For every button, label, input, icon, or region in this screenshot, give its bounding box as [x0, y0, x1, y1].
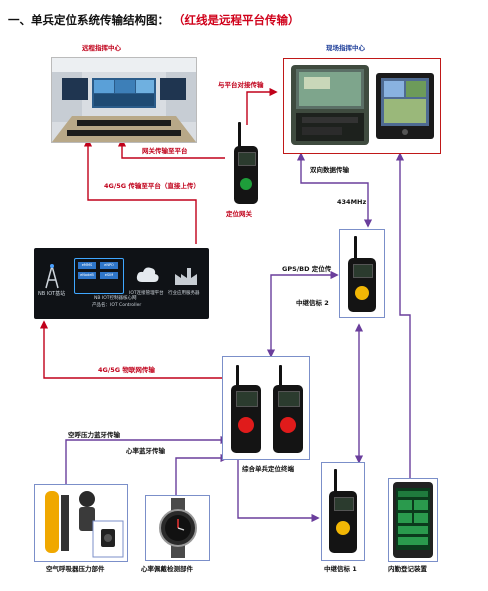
- edge-label-bidirectional: 双向数据传输: [310, 166, 349, 174]
- controller-box: eMMS eNPO eNodeB eSIM: [74, 258, 124, 294]
- edge-iot-transfer: [39, 320, 222, 379]
- edge-label-cellular-upload: 4G/5G 传输至平台（直接上传）: [104, 182, 200, 190]
- edge-label-freq: 434MHz: [337, 198, 367, 206]
- edge-cellular-upload: [83, 138, 197, 244]
- nb-base-label: NB IOT基站: [38, 291, 66, 297]
- remote-center-image: [51, 57, 197, 143]
- edge-gps-bd: [266, 270, 339, 358]
- page-title: 一、单兵定位系统传输结构图： （红线是远程平台传输）: [8, 12, 300, 28]
- edge-heart-bluetooth: [175, 453, 229, 495]
- field-center-label: 现场指挥中心: [326, 44, 365, 52]
- relay1-box: [321, 462, 365, 561]
- air-pressure-box: [34, 484, 128, 562]
- recorder-label: 内勤登记装置: [388, 565, 427, 573]
- industry-label: 行业应用服务器: [168, 291, 200, 296]
- controller-title: NB IOT控制器核心网: [94, 296, 137, 301]
- air-pressure-label: 空气呼吸器压力部件: [46, 565, 105, 573]
- base-station-icon: [45, 264, 59, 289]
- gateway-label: 定位网关: [226, 210, 252, 218]
- field-center-box: [283, 58, 441, 154]
- title-main: 一、单兵定位系统传输结构图：: [8, 13, 169, 27]
- relay1-label: 中继信标 1: [324, 565, 357, 573]
- title-note: （红线是远程平台传输）: [173, 13, 300, 27]
- cloud-icon: [136, 267, 159, 282]
- relay2-label: 中继信标 2: [296, 299, 329, 307]
- edge-gateway-to-platform: [117, 138, 225, 159]
- controller-product: 产品名：IOT Controller: [92, 303, 142, 308]
- edge-recorder: [395, 152, 411, 478]
- edge-terminal-relay1: [237, 458, 320, 523]
- factory-icon: [175, 268, 197, 285]
- edge-label-heart-bluetooth: 心率蓝牙传输: [126, 447, 165, 455]
- edge-label-air-bluetooth: 空呼压力蓝牙传输: [68, 431, 120, 439]
- edge-bidirectional: [296, 152, 373, 228]
- terminal-box: [222, 356, 310, 460]
- relay2-box: [339, 229, 385, 318]
- gateway-device: [232, 122, 260, 204]
- edge-platform-pair: [246, 87, 278, 125]
- heart-rate-box: [145, 495, 210, 561]
- platform-banner: NB IOT基站 eMMS eNPO eNodeB eSIM NB IOT控制器…: [34, 248, 209, 319]
- remote-center-label: 远程指挥中心: [82, 44, 121, 52]
- edge-label-iot-transfer: 4G/5G 物联网传输: [98, 366, 155, 374]
- edge-label-gps-bd: GPS/BD 定位传: [282, 265, 332, 273]
- edge-label-gateway-to-platform: 网关传输至平台: [142, 147, 188, 155]
- edge-air-bluetooth: [65, 435, 229, 485]
- management-label: IOT连接管理平台: [129, 291, 164, 296]
- heart-rate-label: 心率佩戴检测部件: [141, 565, 193, 573]
- edge-label-platform-pair: 与平台对接传输: [218, 81, 264, 89]
- recorder-box: [388, 478, 438, 562]
- terminal-label: 综合单兵定位终端: [242, 465, 294, 473]
